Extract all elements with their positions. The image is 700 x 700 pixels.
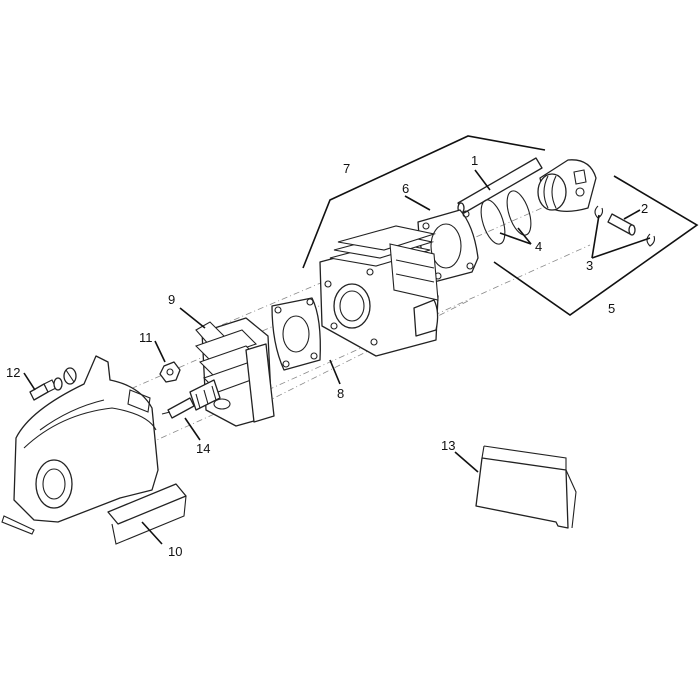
callout-9: 9 [168, 292, 175, 307]
callout-3: 3 [586, 258, 593, 273]
callout-6: 6 [402, 181, 409, 196]
callout-labels: 1 2 3 4 5 6 7 8 9 10 11 12 13 14 [6, 153, 648, 559]
cylinder-head [194, 317, 275, 427]
screw [29, 377, 63, 401]
callout-13: 13 [441, 438, 455, 453]
nut [159, 361, 181, 383]
callout-11: 11 [139, 330, 153, 345]
piston-rings [480, 190, 532, 245]
callout-5: 5 [608, 301, 615, 316]
callout-12: 12 [6, 365, 20, 380]
callout-8: 8 [337, 386, 344, 401]
spring-coil [63, 367, 77, 385]
callout-2: 2 [641, 201, 648, 216]
cylinder-cover [1, 355, 187, 545]
group-bracket-5 [493, 175, 699, 316]
callout-1: 1 [471, 153, 478, 168]
spark-plug [161, 379, 221, 419]
callout-14: 14 [196, 441, 210, 456]
head-gasket [271, 297, 321, 371]
circlip-bottom [646, 233, 656, 247]
pin-part-2 [607, 213, 636, 236]
callout-4: 4 [535, 239, 542, 254]
group-bracket-7 [302, 135, 546, 269]
leader-lines [23, 169, 651, 545]
instruction-card [475, 445, 577, 529]
piston [537, 159, 597, 212]
cylinder [319, 225, 439, 357]
callout-10: 10 [168, 544, 182, 559]
callout-7: 7 [343, 161, 350, 176]
